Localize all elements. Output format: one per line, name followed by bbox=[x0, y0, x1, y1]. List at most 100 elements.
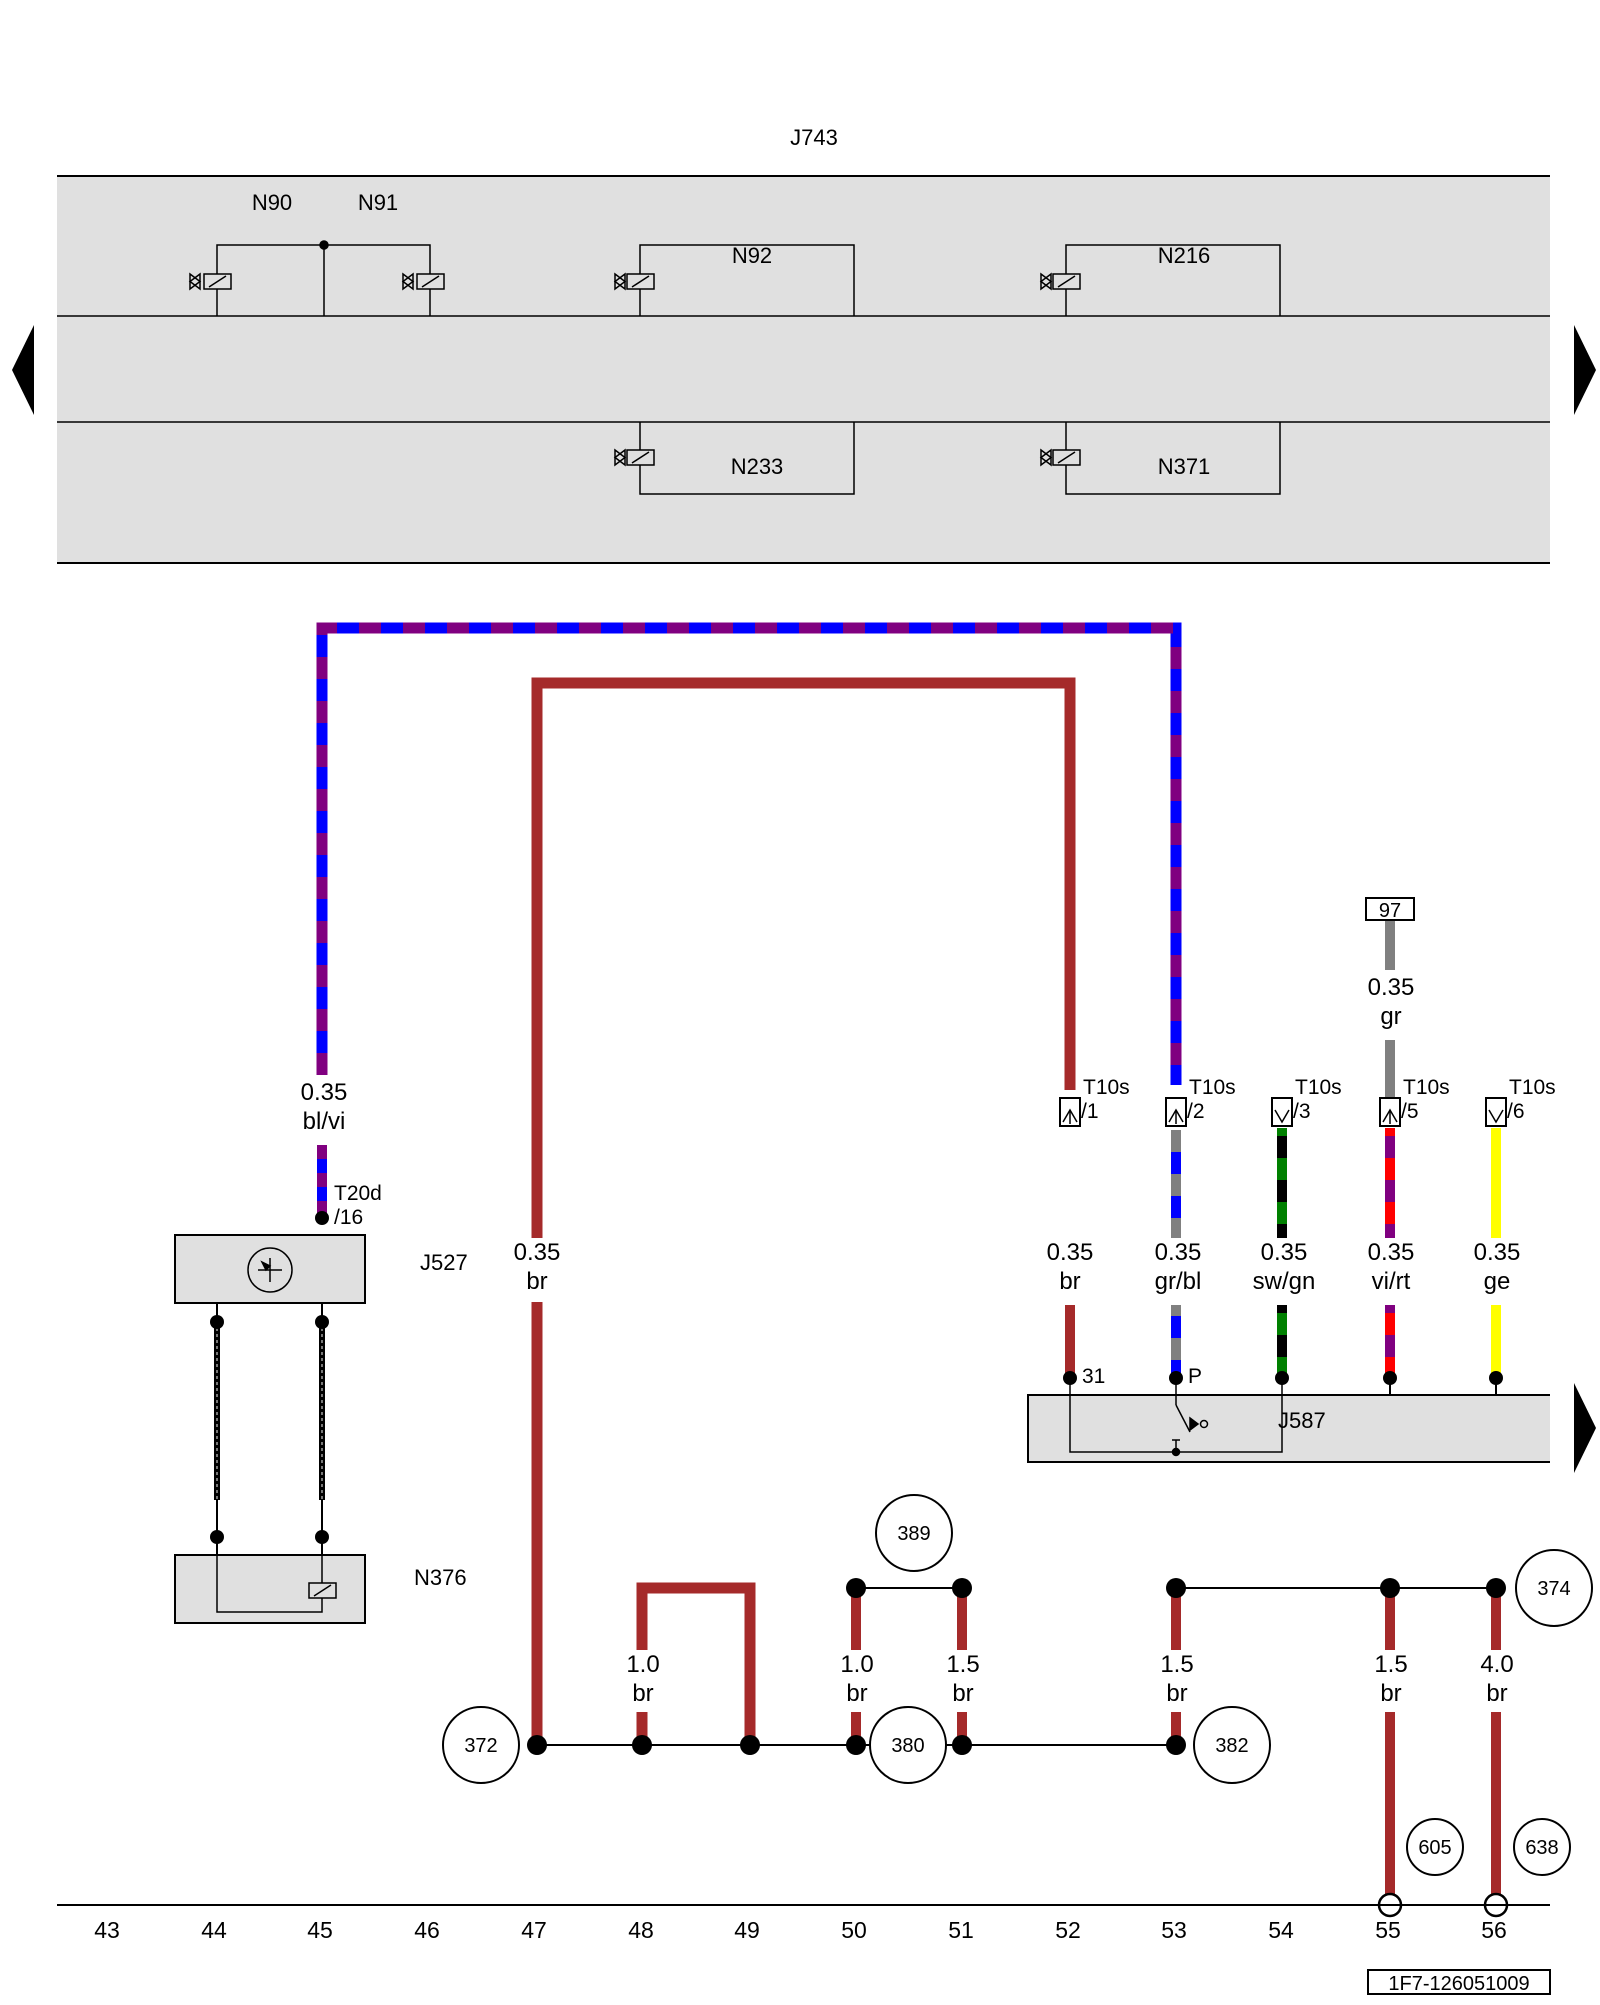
wire-label-color: br bbox=[526, 1268, 547, 1295]
wire-label-size: 4.0 bbox=[1480, 1651, 1513, 1678]
axis-number: 51 bbox=[948, 1917, 974, 1943]
t10s-3-pin: /3 bbox=[1293, 1100, 1311, 1123]
n90-label: N90 bbox=[252, 190, 292, 215]
axis-number: 50 bbox=[841, 1917, 867, 1943]
wire-label-color: br bbox=[1166, 1680, 1187, 1707]
ground-point-389: 389 bbox=[897, 1523, 930, 1545]
t20d-pin: /16 bbox=[334, 1206, 363, 1229]
t10s-pin-icons bbox=[1062, 1108, 1504, 1124]
t10s-5-label: T10s bbox=[1403, 1076, 1450, 1099]
ground-point-374: 374 bbox=[1537, 1578, 1570, 1600]
axis-number: 45 bbox=[307, 1917, 333, 1943]
t20d-label: T20d bbox=[334, 1182, 382, 1205]
n92-valve bbox=[613, 244, 855, 316]
t10s-6-pin: /6 bbox=[1507, 1100, 1525, 1123]
axis-number: 56 bbox=[1481, 1917, 1507, 1943]
j587-pin-p: P bbox=[1188, 1365, 1202, 1388]
n90-n91-valves bbox=[188, 240, 445, 316]
axis-number: 55 bbox=[1375, 1917, 1401, 1943]
wire-label-color: vi/rt bbox=[1372, 1268, 1411, 1295]
wire-label-size: 0.35 bbox=[1047, 1239, 1094, 1266]
wire-label-color: bl/vi bbox=[303, 1108, 346, 1135]
right-arrow-icon bbox=[1574, 325, 1596, 415]
j743-housing bbox=[57, 175, 1550, 564]
wire-label-size: 0.35 bbox=[1368, 974, 1415, 1001]
ground-point-380: 380 bbox=[891, 1735, 924, 1757]
n371-label: N371 bbox=[1158, 454, 1211, 479]
wire-label-color: br bbox=[1486, 1680, 1507, 1707]
n376-label: N376 bbox=[414, 1565, 467, 1590]
ground-point-605: 605 bbox=[1418, 1837, 1451, 1859]
ground-point-382: 382 bbox=[1215, 1735, 1248, 1757]
wire-label-color: ge bbox=[1484, 1268, 1511, 1295]
wire-label-color: gr bbox=[1380, 1003, 1401, 1030]
t10s-3-label: T10s bbox=[1295, 1076, 1342, 1099]
n216-label: N216 bbox=[1158, 243, 1211, 268]
n91-label: N91 bbox=[358, 190, 398, 215]
axis-number: 46 bbox=[414, 1917, 440, 1943]
wire-label-color: gr/bl bbox=[1155, 1268, 1202, 1295]
t10s-1-label: T10s bbox=[1083, 1076, 1130, 1099]
ground-junction-dots bbox=[527, 1578, 1506, 1755]
ground-wiring bbox=[537, 1582, 1501, 1905]
n371-valve bbox=[1039, 422, 1281, 495]
right-arrow-icon bbox=[1574, 1383, 1596, 1473]
wire-label-size: 0.35 bbox=[1155, 1239, 1202, 1266]
j587-pin-31: 31 bbox=[1082, 1365, 1105, 1388]
wire-label-color: br bbox=[632, 1680, 653, 1707]
axis-number: 44 bbox=[201, 1917, 227, 1943]
axis-number: 47 bbox=[521, 1917, 547, 1943]
wire-label-color: br bbox=[1059, 1268, 1080, 1295]
n92-label: N92 bbox=[732, 243, 772, 268]
axis-number: 48 bbox=[628, 1917, 654, 1943]
n233-label: N233 bbox=[731, 454, 784, 479]
diagram-id: 1F7-126051009 bbox=[1388, 1973, 1529, 1995]
wire-label-color: br bbox=[952, 1680, 973, 1707]
wire-label-size: 1.5 bbox=[1160, 1651, 1193, 1678]
axis-number: 53 bbox=[1161, 1917, 1187, 1943]
axis-number: 43 bbox=[94, 1917, 120, 1943]
j743-label: J743 bbox=[790, 125, 838, 150]
t10s-5-pin: /5 bbox=[1401, 1100, 1419, 1123]
junction-dot bbox=[315, 1211, 329, 1225]
n376-coil-icon bbox=[313, 1584, 332, 1597]
terminal-box-97 bbox=[1365, 897, 1415, 921]
j587-internal-wiring bbox=[1069, 1378, 1283, 1457]
wire-label-color: br bbox=[1380, 1680, 1401, 1707]
axis-number: 54 bbox=[1268, 1917, 1294, 1943]
wire-label-color: sw/gn bbox=[1253, 1268, 1316, 1295]
wire-label-color: br bbox=[846, 1680, 867, 1707]
wire-label-size: 0.35 bbox=[514, 1239, 561, 1266]
t10s-2-pin: /2 bbox=[1187, 1100, 1205, 1123]
axis-number: 52 bbox=[1055, 1917, 1081, 1943]
j527-n376-links bbox=[210, 1303, 329, 1555]
t10s-6-label: T10s bbox=[1509, 1076, 1556, 1099]
wire-label-size: 1.0 bbox=[840, 1651, 873, 1678]
n233-valve bbox=[613, 422, 855, 495]
j587-label: J587 bbox=[1278, 1408, 1326, 1433]
n216-valve bbox=[1039, 244, 1281, 316]
j587-outline bbox=[1027, 1394, 1550, 1463]
j527-label: J527 bbox=[420, 1250, 468, 1275]
j587-pin-dots bbox=[1063, 1371, 1503, 1385]
t10s-2-label: T10s bbox=[1189, 1076, 1236, 1099]
wire-label-size: 1.0 bbox=[626, 1651, 659, 1678]
t10s-1-pin: /1 bbox=[1081, 1100, 1099, 1123]
wire-label-size: 0.35 bbox=[1368, 1239, 1415, 1266]
t10s-connectors bbox=[1059, 1097, 1507, 1127]
wire-label-size: 0.35 bbox=[1474, 1239, 1521, 1266]
j587-module bbox=[1028, 1395, 1550, 1462]
ground-circles bbox=[442, 1494, 1593, 1876]
wire-label-size: 1.5 bbox=[946, 1651, 979, 1678]
left-arrow-icon bbox=[12, 325, 34, 415]
wire-bl-vi bbox=[316, 622, 1182, 1085]
j527-sensor-arrow-icon bbox=[258, 1258, 282, 1282]
wire-label-size: 0.35 bbox=[301, 1079, 348, 1106]
terminal-box-97-label: 97 bbox=[1379, 900, 1401, 922]
ground-point-638: 638 bbox=[1525, 1837, 1558, 1859]
ground-point-372: 372 bbox=[464, 1735, 497, 1757]
wire-label-size: 0.35 bbox=[1261, 1239, 1308, 1266]
wire-br-47-52 bbox=[531, 677, 1076, 1745]
axis-number: 49 bbox=[734, 1917, 760, 1943]
